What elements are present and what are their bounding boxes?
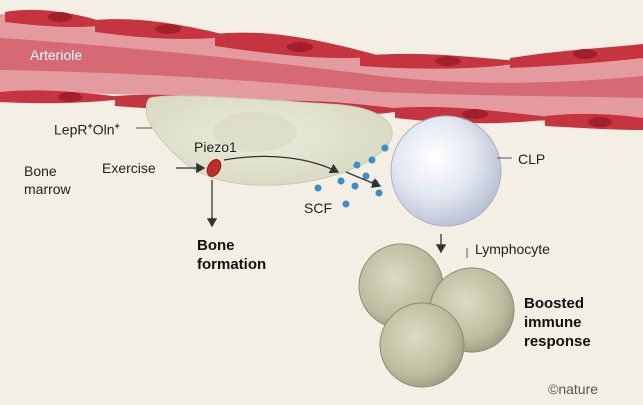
stromal-cell xyxy=(145,95,393,186)
scf-to-clp-arrow xyxy=(345,171,382,188)
lepr-oln-label: LepR+Oln+ xyxy=(54,121,120,138)
immune-response-label-line3: response xyxy=(524,333,591,350)
lepr-text: LepR xyxy=(54,121,88,138)
immune-response-label-line2: immune xyxy=(524,314,582,331)
arrows xyxy=(176,155,447,254)
bone-formation-label-line1: Bone xyxy=(197,237,235,254)
arteriole-label: Arteriole xyxy=(30,47,83,63)
clp-cell xyxy=(390,115,502,227)
lymphocytes xyxy=(358,243,515,388)
clp-label: CLP xyxy=(518,151,546,167)
piezo1-label: Piezo1 xyxy=(194,139,237,155)
bone-formation-label-line2: formation xyxy=(197,256,267,273)
lepr-sup: + xyxy=(87,121,93,131)
piezo1-channel xyxy=(206,159,222,177)
lymphocyte-label: Lymphocyte xyxy=(475,241,550,257)
bone-marrow-label-line2: marrow xyxy=(24,181,71,197)
oln-sup: + xyxy=(114,121,120,131)
oln-text: Oln xyxy=(92,121,115,138)
immune-response-label-line1: Boosted xyxy=(524,295,584,312)
piezo-to-scf-arrow xyxy=(223,155,340,174)
scf-label: SCF xyxy=(304,200,332,216)
leader-lines xyxy=(136,127,512,258)
bone-marrow-label-line1: Bone xyxy=(24,163,57,179)
exercise-label: Exercise xyxy=(102,160,156,176)
stromal-nucleus xyxy=(213,112,297,152)
nature-credit: ©nature xyxy=(548,381,599,397)
